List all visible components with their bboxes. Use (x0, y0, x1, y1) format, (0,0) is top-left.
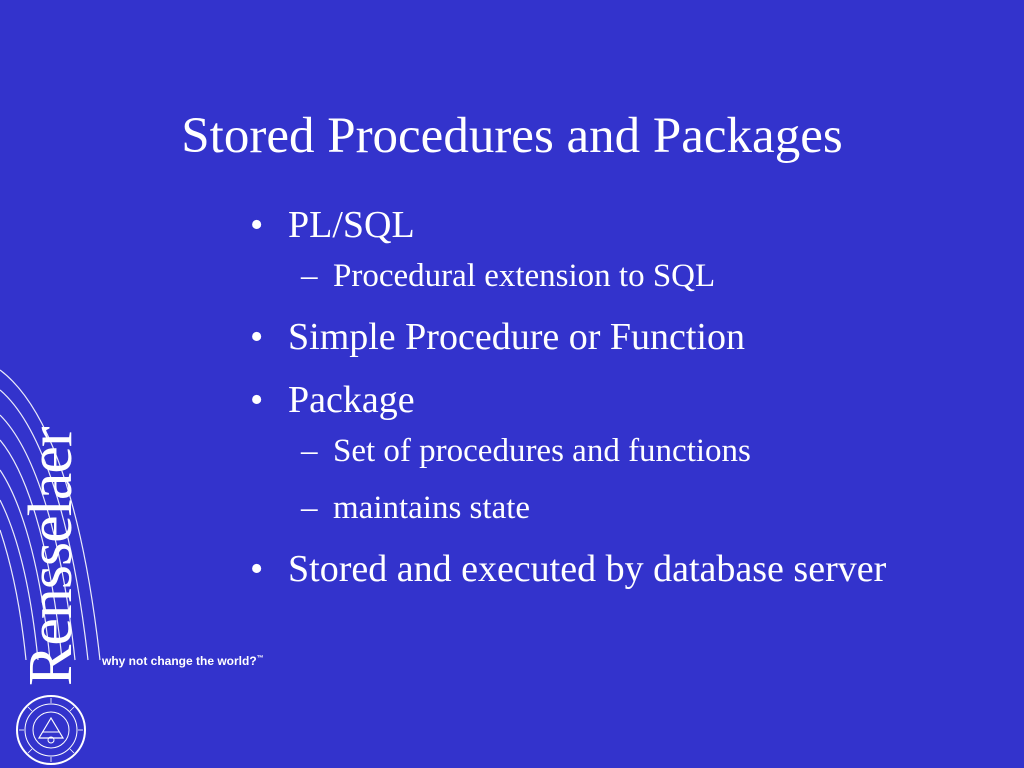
sub-item: – Procedural extension to SQL (288, 260, 924, 293)
sub-marker: – (301, 490, 318, 526)
bullet-marker: • (250, 204, 264, 246)
sub-text: Procedural extension to SQL (333, 258, 716, 294)
rensselaer-wordmark: Rensselaer (17, 427, 85, 686)
sub-marker: – (301, 433, 318, 469)
slide-title: Stored Procedures and Packages (181, 108, 843, 164)
sub-item: – maintains state (288, 492, 924, 525)
bullet-text: Package (288, 379, 415, 421)
sub-list: – Procedural extension to SQL (288, 260, 924, 293)
bullet-item: • PL/SQL – Procedural extension to SQL (244, 206, 924, 293)
decorative-curves-icon (0, 369, 101, 661)
bullet-item: • Stored and executed by database server (244, 550, 888, 588)
bullet-marker: • (250, 379, 264, 421)
tagline: why not change the world?™ (102, 654, 264, 668)
sub-marker: – (301, 258, 318, 294)
bullet-marker: • (250, 316, 264, 358)
bullet-item: • Package – Set of procedures and functi… (244, 381, 924, 525)
bullet-text: PL/SQL (288, 204, 415, 246)
sub-item: – Set of procedures and functions (288, 435, 924, 468)
bullet-list: • PL/SQL – Procedural extension to SQL •… (244, 206, 924, 613)
sub-text: maintains state (333, 490, 531, 526)
bullet-item: • Simple Procedure or Function (244, 318, 924, 356)
bullet-marker: • (250, 548, 264, 590)
bullet-text: Stored and executed by database server (288, 548, 887, 590)
sub-list: – Set of procedures and functions – main… (288, 435, 924, 525)
bullet-text: Simple Procedure or Function (288, 316, 745, 358)
sub-text: Set of procedures and functions (333, 433, 751, 469)
rensselaer-seal-icon (16, 695, 86, 765)
